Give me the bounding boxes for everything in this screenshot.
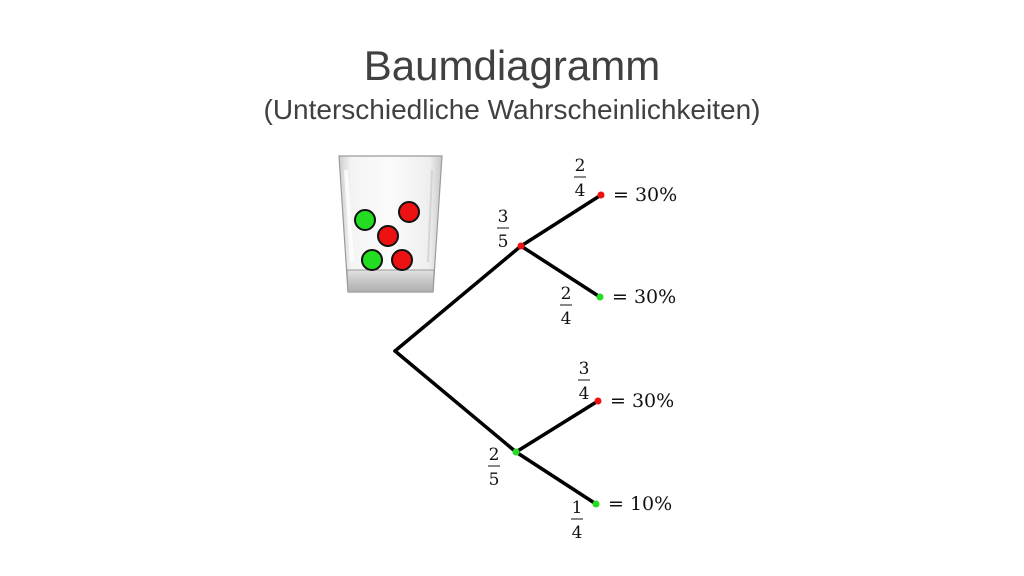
fraction-level2-0-denominator: 4	[575, 181, 586, 201]
fraction-level2-3-numerator: 1	[572, 498, 583, 518]
branch-level2-0	[519, 193, 603, 248]
node-level1-0	[517, 242, 525, 250]
fraction-level2-2: 34	[578, 359, 590, 404]
result-1: = 30%	[612, 286, 676, 308]
ball-3	[361, 249, 383, 271]
fraction-level2-0-numerator: 2	[575, 156, 586, 176]
branch-level1-0	[393, 244, 523, 353]
fraction-level2-2-numerator: 3	[579, 359, 590, 379]
branch-level1-1	[393, 349, 518, 454]
result-0: = 30%	[613, 184, 677, 206]
node-leaf-1	[596, 293, 604, 301]
ball-0	[354, 209, 376, 231]
fraction-level2-3: 14	[571, 498, 583, 543]
node-level1-1	[512, 448, 520, 456]
fraction-level2-1-denominator: 4	[561, 309, 572, 329]
fraction-level2-0: 24	[574, 156, 586, 201]
fraction-level2-2-denominator: 4	[579, 384, 590, 404]
node-leaf-3	[592, 500, 600, 508]
fraction-level2-1-numerator: 2	[561, 284, 572, 304]
branch-level2-3	[514, 450, 598, 506]
glass-image	[338, 155, 443, 293]
fraction-level1-0-denominator: 5	[498, 232, 509, 252]
tree-branches	[393, 191, 605, 508]
ball-1	[398, 201, 420, 223]
slide-subtitle: (Unterschiedliche Wahrscheinlichkeiten)	[263, 94, 761, 125]
ball-4	[391, 249, 413, 271]
fraction-level2-3-denominator: 4	[572, 523, 583, 543]
node-leaf-0	[597, 191, 605, 199]
glass-balls	[354, 201, 420, 271]
ball-2	[377, 225, 399, 247]
node-leaf-2	[594, 397, 602, 405]
fraction-level1-1: 25	[488, 445, 500, 490]
fraction-level1-1-denominator: 5	[489, 470, 500, 490]
fraction-level2-1: 24	[560, 284, 572, 329]
branch-level2-1	[519, 244, 602, 299]
result-2: = 30%	[610, 390, 674, 412]
branch-level2-2	[514, 399, 600, 454]
fraction-level1-0: 35	[497, 207, 509, 252]
fraction-level1-0-numerator: 3	[498, 207, 509, 227]
result-3: = 10%	[608, 493, 672, 515]
slide-title: Baumdiagramm	[363, 42, 661, 89]
fraction-level1-1-numerator: 2	[489, 445, 500, 465]
